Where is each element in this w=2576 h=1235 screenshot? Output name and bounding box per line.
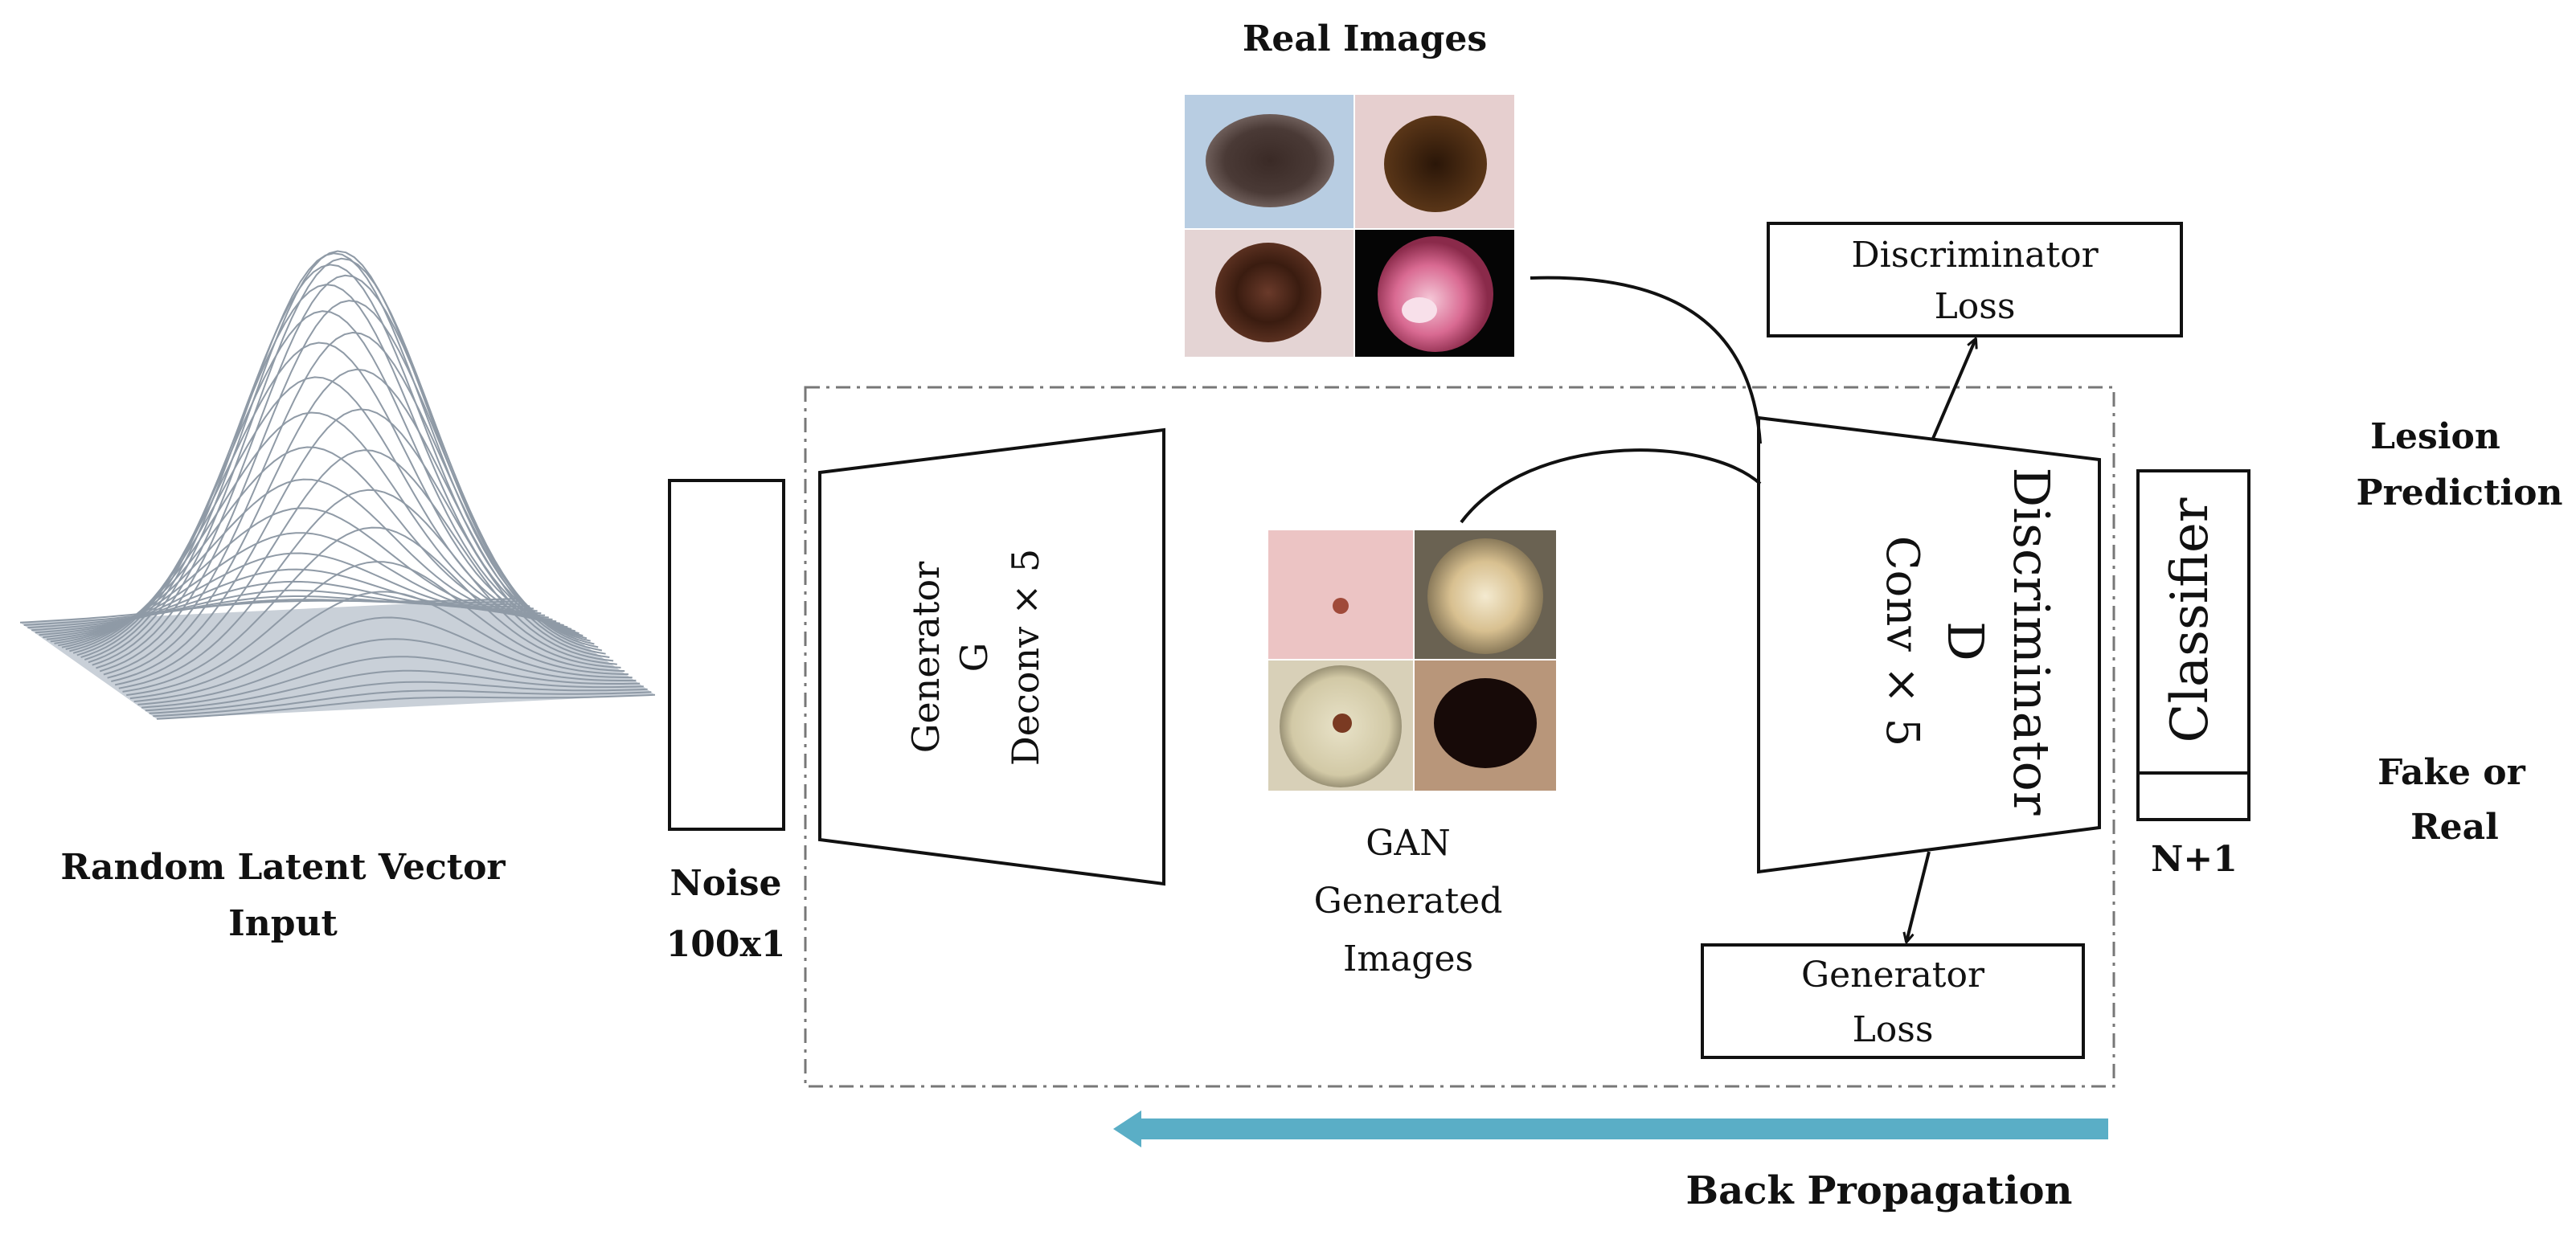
skin-lesion-photo-icon (1434, 678, 1537, 768)
generated-images-connector (1460, 448, 1762, 524)
noise-label: Noise (670, 863, 781, 904)
gan-generated-label: Generated (1314, 881, 1503, 922)
skin-lesion-photo-icon (1268, 530, 1413, 659)
surface-gridline (114, 449, 614, 686)
gan-generated-label: GAN (1366, 823, 1450, 864)
surface-gridline (111, 408, 610, 682)
fake-or-real-label: Real (2410, 807, 2499, 848)
generator-loss-box (1701, 943, 2085, 1059)
surface-gridline (133, 616, 633, 703)
classifier-box (2136, 469, 2250, 821)
svg-text:Classifier: Classifier (2160, 497, 2220, 742)
random-latent-label: Random Latent Vector (60, 847, 506, 888)
svg-text:Generator: Generator (904, 562, 948, 753)
surface-gridline (118, 489, 617, 689)
random-latent-label: Input (228, 903, 338, 944)
surface-gridline (107, 368, 606, 679)
svg-text:Deconv × 5: Deconv × 5 (1004, 549, 1047, 766)
real-images-connector (1530, 276, 1762, 444)
svg-text:Discriminator: Discriminator (2002, 468, 2061, 816)
real-images-label: Real Images (1243, 18, 1487, 59)
generator-label: Generator G Deconv × 5 (904, 549, 1047, 766)
skin-lesion-photo-icon (1333, 714, 1352, 733)
discriminator-loss-box (1767, 222, 2183, 337)
gan-boundary (804, 386, 2115, 1088)
surface-gridline (72, 310, 572, 654)
back-propagation-label: Back Propagation (1686, 1168, 2073, 1213)
skin-lesion-photo-icon (1378, 236, 1493, 352)
skin-lesion-photo-icon (1215, 243, 1321, 342)
back-propagation-arrow (1113, 1110, 2108, 1147)
surface-gridline (96, 274, 595, 669)
discriminator-loss-arrow (1931, 339, 1976, 441)
n-plus-1-label: N+1 (2151, 839, 2238, 880)
gaussian-surface-icon (19, 250, 656, 720)
surface-gridline (153, 689, 652, 718)
real-images-grid (1185, 95, 1514, 357)
discriminator-block (1757, 415, 2101, 874)
classifier-label: Classifier (2160, 497, 2220, 742)
generated-images-grid (1268, 530, 1556, 791)
svg-text:G: G (952, 643, 996, 673)
surface-gridline (99, 300, 599, 673)
surface-gridline (149, 681, 648, 714)
skin-lesion-photo-icon (1427, 538, 1543, 654)
discriminator-label: Discriminator D Conv × 5 (1876, 468, 2061, 816)
surface-gridline (145, 669, 644, 712)
generator-loss-label: Loss (1853, 1009, 1934, 1050)
surface-gridline (156, 693, 656, 720)
noise-box (668, 479, 785, 831)
generator-loss-arrow (1906, 851, 1931, 942)
noise-size-label: 100x1 (666, 924, 786, 965)
skin-lesion-photo-icon (1384, 116, 1487, 212)
skin-lesion-photo-icon (1206, 114, 1334, 207)
generator-block (818, 427, 1165, 886)
surface-gridline (122, 526, 621, 693)
lesion-prediction-label: Prediction (2357, 472, 2563, 513)
surface-gridline (19, 597, 519, 624)
lesion-prediction-label: Lesion (2370, 416, 2500, 457)
discriminator-loss-label: Loss (1935, 286, 2016, 327)
surface-gridline (129, 591, 629, 700)
surface-gridline (137, 638, 637, 705)
svg-text:D: D (1936, 621, 1995, 661)
svg-text:Conv × 5: Conv × 5 (1876, 536, 1928, 746)
skin-lesion-photo-icon (1333, 598, 1349, 614)
generator-loss-label: Generator (1801, 955, 1985, 996)
surface-gridline (141, 656, 641, 709)
discriminator-loss-label: Discriminator (1851, 235, 2099, 276)
gan-generated-label: Images (1343, 939, 1473, 979)
skin-lesion-photo-icon (1402, 297, 1437, 323)
surface-gridline (126, 561, 625, 697)
surface-gridline (103, 331, 603, 676)
fake-or-real-label: Fake or (2377, 752, 2525, 793)
surface-base (20, 598, 655, 719)
